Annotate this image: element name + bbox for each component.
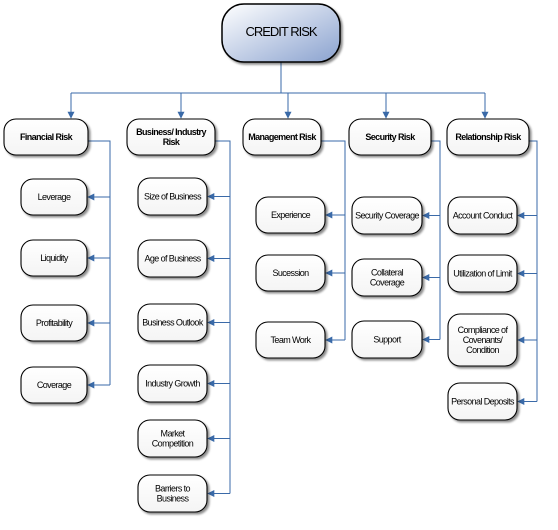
item-personal-deposits-frame: [447, 382, 518, 421]
item-compliance-of-covenants-condition-label-line-1: Compliance of: [458, 325, 509, 335]
item-industry-growth[interactable]: Industry Growth: [137, 364, 208, 403]
category-relationship-label: Relationship Risk: [455, 132, 522, 142]
item-team-work-label: Team Work: [271, 335, 312, 345]
item-utilization-of-limit-frame: [447, 254, 518, 293]
item-age-of-business[interactable]: Age of Business: [137, 239, 208, 278]
item-barriers-to-business-frame: [137, 474, 208, 513]
category-security[interactable]: Security Risk: [348, 118, 432, 156]
item-account-conduct[interactable]: Account Conduct: [447, 196, 518, 235]
category-security-frame: [348, 118, 432, 156]
item-industry-growth-label: Industry Growth: [145, 379, 200, 389]
item-market-competition-label-line-1: Market: [161, 429, 186, 439]
category-management-trunk-line: [315, 140, 346, 340]
item-barriers-to-business-label-line-2: Business: [157, 494, 190, 504]
item-experience-label: Experience: [271, 210, 311, 220]
category-management[interactable]: Management Risk: [242, 118, 322, 156]
item-profitability[interactable]: Profitability: [20, 304, 88, 342]
item-age-of-business-label: Age of Business: [144, 254, 201, 264]
item-barriers-to-business-label-line-1: Barriers to: [155, 484, 191, 494]
category-business-label-line-1: Business/ Industry: [136, 127, 206, 137]
item-collateral-coverage-label-line-1: Collateral: [371, 268, 404, 278]
category-security-trunk-line: [425, 140, 441, 340]
item-security-coverage-frame: [351, 196, 423, 235]
item-market-competition-frame: [137, 419, 208, 458]
item-sucession-frame: [255, 254, 326, 292]
item-support[interactable]: Support: [351, 320, 423, 359]
item-liquidity-frame: [20, 239, 88, 277]
item-leverage-label: Leverage: [38, 192, 71, 202]
item-security-coverage[interactable]: Security Coverage: [351, 196, 423, 235]
item-security-coverage-label: Security Coverage: [355, 211, 419, 221]
item-size-of-business-frame: [137, 177, 208, 216]
item-compliance-of-covenants-condition-label-line-2: Covenants/: [463, 335, 504, 345]
item-age-of-business-frame: [137, 239, 208, 278]
item-leverage[interactable]: Leverage: [20, 178, 88, 216]
category-relationship-trunk-line: [523, 140, 538, 402]
category-financial-label: Financial Risk: [20, 132, 74, 142]
category-financial[interactable]: Financial Risk: [3, 118, 89, 156]
category-management-label: Management Risk: [248, 132, 317, 142]
category-business-frame: [126, 118, 216, 156]
connectors: [67, 62, 538, 497]
root-credit-risk[interactable]: CREDIT RISK: [221, 3, 341, 63]
item-sucession-label: Sucession: [272, 268, 309, 278]
category-relationship-frame: [446, 118, 530, 156]
item-experience[interactable]: Experience: [255, 196, 326, 234]
item-coverage[interactable]: Coverage: [20, 366, 88, 404]
item-market-competition-label-line-2: Competition: [152, 439, 194, 449]
category-financial-frame: [3, 118, 89, 156]
item-support-label: Support: [373, 335, 401, 345]
category-financial-trunk-line: [82, 140, 111, 385]
item-compliance-of-covenants-condition-label-line-3: Condition: [466, 345, 499, 355]
category-security-label: Security Risk: [365, 132, 416, 142]
item-size-of-business[interactable]: Size of Business: [137, 177, 208, 216]
item-profitability-frame: [20, 304, 88, 342]
item-liquidity-label: Liquidity: [40, 253, 69, 263]
item-utilization-of-limit[interactable]: Utilization of Limit: [447, 254, 518, 293]
root-credit-risk-frame: [221, 3, 341, 63]
item-utilization-of-limit-label: Utilization of Limit: [453, 269, 513, 279]
item-personal-deposits-label: Personal Deposits: [451, 397, 515, 407]
item-compliance-of-covenants-condition-frame: [447, 313, 518, 367]
category-relationship[interactable]: Relationship Risk: [446, 118, 530, 156]
item-sucession[interactable]: Sucession: [255, 254, 326, 292]
item-business-outlook[interactable]: Business Outlook: [137, 303, 208, 342]
item-support-frame: [351, 320, 423, 359]
item-industry-growth-frame: [137, 364, 208, 403]
item-profitability-label: Profitability: [36, 318, 73, 328]
item-team-work[interactable]: Team Work: [255, 321, 326, 359]
item-liquidity[interactable]: Liquidity: [20, 239, 88, 277]
item-personal-deposits[interactable]: Personal Deposits: [447, 382, 518, 421]
item-collateral-coverage-label-line-2: Coverage: [370, 278, 405, 288]
category-management-frame: [242, 118, 322, 156]
item-leverage-frame: [20, 178, 88, 216]
item-coverage-frame: [20, 366, 88, 404]
item-business-outlook-frame: [137, 303, 208, 342]
category-business-trunk-line: [209, 140, 231, 494]
nodes: CREDIT RISK Financial RiskLeverageLiquidi…: [3, 3, 530, 513]
item-coverage-label: Coverage: [37, 380, 72, 390]
item-business-outlook-label: Business Outlook: [142, 318, 204, 328]
item-collateral-coverage-frame: [351, 258, 423, 297]
category-business-label-line-2: Risk: [163, 137, 181, 147]
item-size-of-business-label: Size of Business: [144, 192, 202, 202]
root-credit-risk-label: CREDIT RISK: [245, 24, 317, 39]
item-account-conduct-frame: [447, 196, 518, 235]
item-experience-frame: [255, 196, 326, 234]
item-team-work-frame: [255, 321, 326, 359]
item-account-conduct-label: Account Conduct: [453, 211, 514, 221]
